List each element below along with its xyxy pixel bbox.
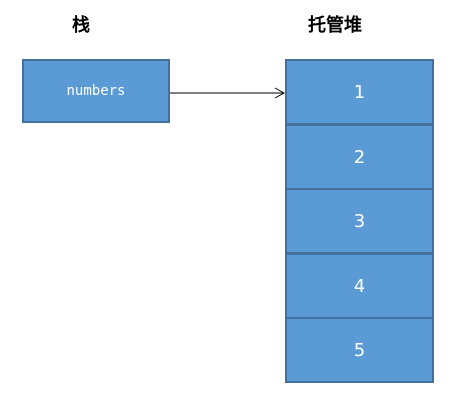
heap-cell-value: 2	[353, 146, 366, 168]
heap-cell: 4	[285, 253, 434, 319]
heap-cell-value: 4	[353, 275, 366, 297]
heap-cell: 5	[285, 317, 434, 383]
stack-variable-label: numbers	[66, 83, 126, 99]
heap-title: 托管堆	[308, 15, 362, 36]
reference-arrow-head	[274, 87, 286, 99]
stack-variable-box: numbers	[22, 59, 170, 123]
heap-cell: 2	[285, 124, 434, 190]
stack-title: 栈	[72, 15, 90, 36]
heap-cell: 1	[285, 59, 434, 125]
heap-cell: 3	[285, 188, 434, 254]
heap-cell-value: 5	[353, 339, 366, 361]
heap-cell-value: 3	[353, 210, 366, 232]
heap-cell-value: 1	[353, 81, 366, 103]
